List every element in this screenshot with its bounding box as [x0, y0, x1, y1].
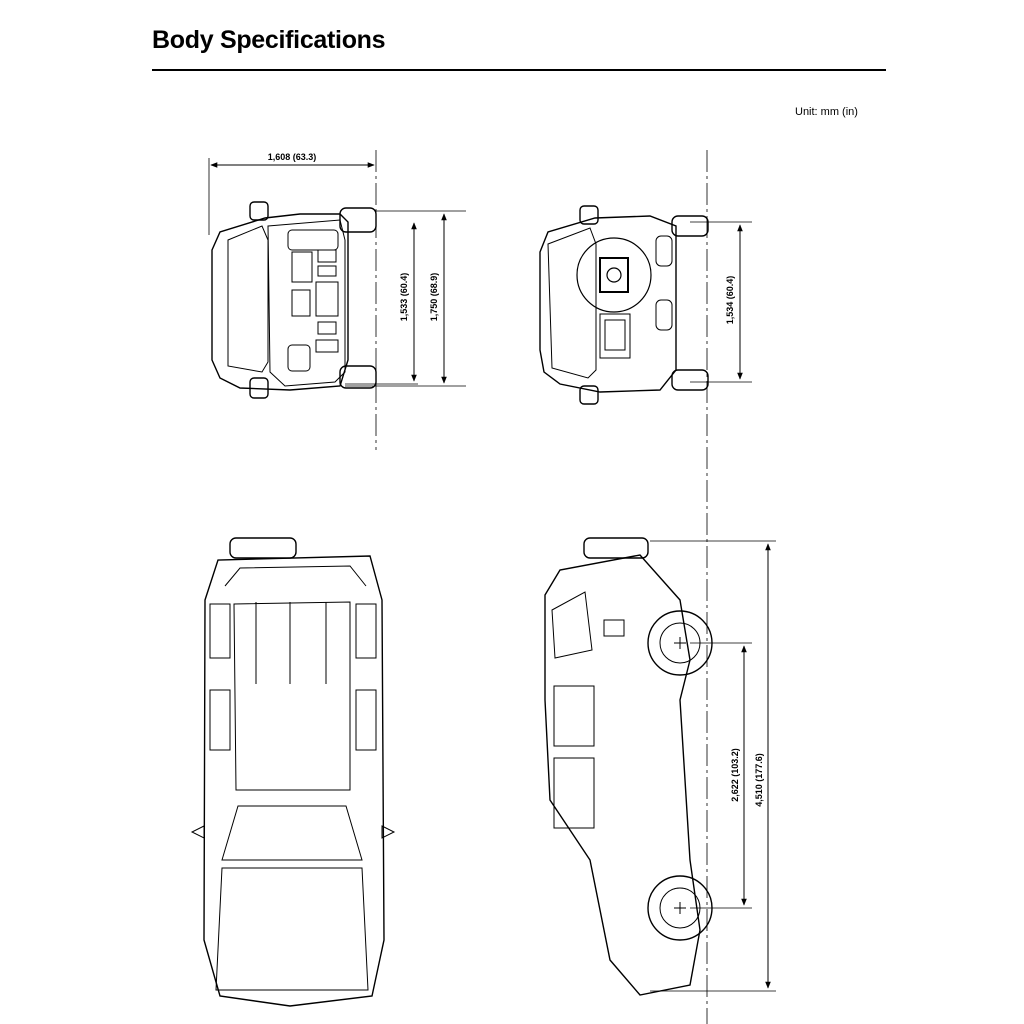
- overall-length-label: 4,510 (177.6): [754, 753, 764, 807]
- front-tread-label: 1,533 (60.4): [399, 273, 409, 322]
- rear-view: [539, 150, 752, 1024]
- unit-note: Unit: mm (in): [795, 106, 858, 118]
- front-tread-dim: 1,533 (60.4): [399, 222, 417, 382]
- overall-width-dim: 1,608 (63.3): [210, 152, 375, 168]
- front-view: [208, 150, 466, 450]
- wheelbase-dim: 2,622 (103.2): [730, 645, 747, 906]
- side-view: [544, 537, 776, 996]
- top-view: [190, 537, 396, 1007]
- overall-height-dim: 1,750 (68.9): [429, 213, 447, 384]
- wheelbase-label: 2,622 (103.2): [730, 748, 740, 802]
- rear-tread-dim: 1,534 (60.4): [725, 224, 743, 380]
- page-title: Body Specifications: [152, 26, 386, 54]
- overall-length-dim: 4,510 (177.6): [754, 543, 771, 989]
- title-rule: [152, 69, 886, 71]
- rear-tread-label: 1,534 (60.4): [725, 276, 735, 325]
- overall-width-label: 1,608 (63.3): [268, 152, 317, 162]
- overall-height-label: 1,750 (68.9): [429, 273, 439, 322]
